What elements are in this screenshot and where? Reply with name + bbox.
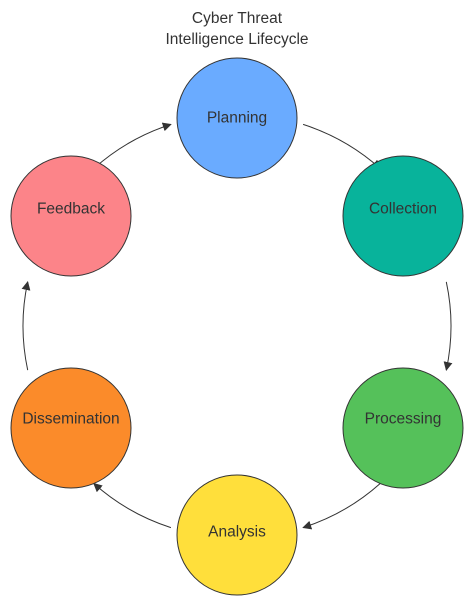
stage-processing: Processing: [342, 367, 464, 489]
connector-dissemination-to-feedback: [21, 281, 31, 371]
stage-feedback: Feedback: [10, 155, 132, 277]
stage-dissemination-circle: [10, 367, 132, 489]
stage-planning-label: Planning: [207, 110, 267, 127]
stage-dissemination-label: Dissemination: [22, 411, 119, 428]
stage-planning: Planning: [176, 57, 298, 179]
stage-dissemination: Dissemination: [10, 367, 132, 489]
stage-collection: Collection: [342, 155, 464, 277]
diagram-title: Cyber Threat Intelligence Lifecycle: [0, 8, 474, 50]
stage-processing-label: Processing: [365, 411, 442, 428]
connector-planning-to-collection: [302, 123, 381, 170]
connector-processing-to-analysis: [302, 483, 381, 530]
stage-collection-circle: [342, 155, 464, 277]
stage-analysis-label: Analysis: [208, 524, 266, 541]
stage-planning-circle: [176, 57, 298, 179]
stage-analysis: Analysis: [176, 474, 298, 596]
title-line-1: Cyber Threat: [191, 10, 283, 27]
connector-analysis-to-dissemination: [93, 482, 172, 529]
stage-processing-circle: [342, 367, 464, 489]
connector-collection-to-processing: [443, 281, 453, 371]
stage-collection-label: Collection: [369, 201, 437, 218]
connector-feedback-to-planning: [93, 122, 172, 169]
stage-analysis-circle: [176, 474, 298, 596]
stage-feedback-circle: [10, 155, 132, 277]
title-line-2: Intelligence Lifecycle: [165, 31, 309, 48]
stage-feedback-label: Feedback: [37, 201, 105, 218]
